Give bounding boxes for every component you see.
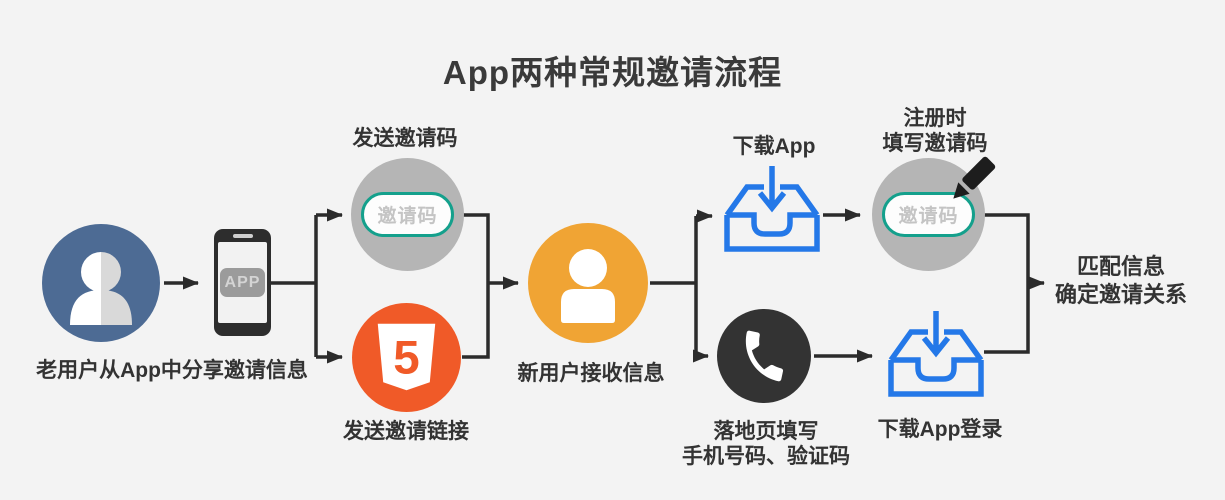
register-code-label-line2: 填写邀请码: [882, 132, 988, 155]
register-code-label-line1: 注册时: [903, 107, 967, 130]
send-link-node: 5: [352, 303, 461, 412]
old-user-node: [42, 224, 160, 342]
user-icon: [561, 249, 615, 323]
smartphone-icon: APP: [214, 229, 271, 336]
svg-text:5: 5: [393, 331, 419, 384]
landing-page-label-line2: 手机号码、验证码: [682, 445, 850, 468]
new-user-node: [528, 223, 648, 343]
invite-code-pill: 邀请码: [361, 192, 454, 237]
phone-speaker: [232, 234, 253, 238]
landing-page-node: [717, 309, 811, 403]
download-app-label: 下载App: [732, 135, 816, 158]
register-code-node: 邀请码: [872, 158, 985, 271]
send-code-node: 邀请码: [351, 158, 464, 271]
download-login-label: 下载App登录: [877, 418, 1003, 441]
download-inbox-icon: [724, 166, 820, 252]
old-user-label: 老用户从App中分享邀请信息: [36, 359, 308, 382]
outcome-label-line1: 匹配信息: [1076, 254, 1166, 279]
phone-call-icon: [745, 330, 784, 382]
user-icon: [70, 252, 132, 325]
pencil-icon: [953, 156, 996, 199]
download-inbox-icon: [888, 311, 984, 397]
invite-code-pill: 邀请码: [882, 192, 975, 237]
landing-page-label: 落地页填写 手机号码、验证码: [682, 419, 850, 469]
outcome-label: 匹配信息 确定邀请关系: [1055, 253, 1187, 309]
send-link-label: 发送邀请链接: [343, 420, 469, 443]
html5-icon: 5: [377, 323, 436, 391]
send-code-label: 发送邀请码: [352, 127, 458, 150]
new-user-label: 新用户接收信息: [517, 362, 665, 385]
register-code-label: 注册时 填写邀请码: [883, 106, 988, 156]
landing-page-label-line1: 落地页填写: [713, 420, 819, 443]
page-title: App两种常规邀请流程: [442, 54, 783, 91]
app-badge: APP: [220, 268, 265, 297]
outcome-label-line2: 确定邀请关系: [1054, 282, 1188, 307]
